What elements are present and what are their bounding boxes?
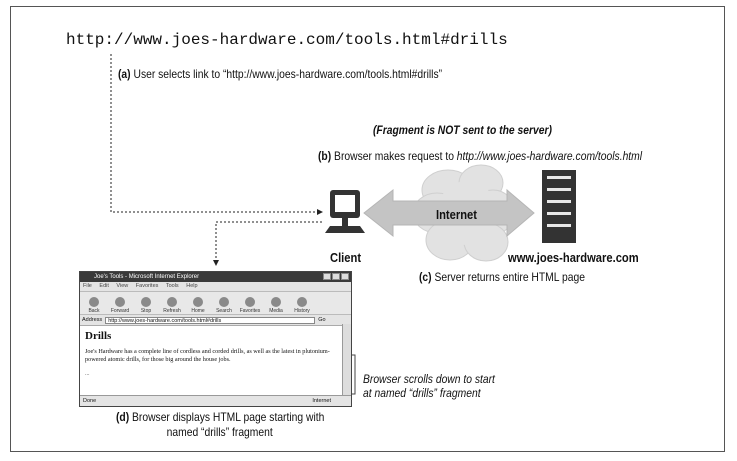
server-icon [542, 170, 576, 243]
browser-scrollbar[interactable] [342, 324, 351, 396]
fragment-url: http://www.joes-hardware.com/tools.html#… [66, 31, 508, 49]
browser-title-bar: Joe's Tools - Microsoft Internet Explore… [80, 272, 351, 282]
status-zone: Internet [312, 398, 331, 404]
stop-button[interactable]: Stop [135, 293, 157, 314]
address-label: Address [82, 317, 103, 323]
history-button[interactable]: History [291, 293, 313, 314]
refresh-button[interactable]: Refresh [161, 293, 183, 314]
scroll-note: Browser scrolls down to start at named “… [363, 372, 495, 400]
search-icon [219, 297, 229, 307]
fragment-not-sent-note: (Fragment is NOT sent to the server) [373, 123, 552, 137]
page-content: Drills Joe's Hardware has a complete lin… [80, 324, 342, 396]
client-computer-icon [325, 190, 365, 233]
menu-favorites[interactable]: Favorites [135, 283, 159, 289]
menu-file[interactable]: File [83, 283, 92, 289]
connector-client-to-browser [213, 221, 322, 266]
address-bar: Address http://www.joes-hardware.com/too… [80, 315, 351, 326]
browser-menu-bar: File Edit View Favorites Tools Help [80, 282, 351, 292]
step-d-caption: (d) Browser displays HTML page starting … [115, 410, 325, 439]
step-c-caption: (c) Server returns entire HTML page [419, 270, 585, 284]
server-label: www.joes-hardware.com [508, 250, 639, 265]
diagram-frame [10, 6, 725, 452]
status-bar: Done Internet [80, 395, 351, 406]
browser-window: Joe's Tools - Microsoft Internet Explore… [79, 271, 352, 407]
browser-toolbar: Back Forward Stop Refresh Home Search Fa… [80, 292, 351, 315]
address-input[interactable]: http://www.joes-hardware.com/tools.html#… [105, 316, 316, 324]
internet-double-arrow [363, 188, 535, 238]
home-icon [193, 297, 203, 307]
menu-edit[interactable]: Edit [99, 283, 109, 289]
connector-url-to-client [110, 54, 323, 215]
step-b-caption: (b) Browser makes request to http://www.… [318, 149, 643, 163]
back-button[interactable]: Back [83, 293, 105, 314]
step-a-caption: (a) User selects link to “http://www.joe… [118, 67, 443, 81]
minimize-icon[interactable] [323, 273, 331, 280]
media-button[interactable]: Media [265, 293, 287, 314]
search-button[interactable]: Search [213, 293, 235, 314]
media-icon [271, 297, 281, 307]
menu-help[interactable]: Help [186, 283, 198, 289]
page-paragraph: Joe's Hardware has a complete line of co… [85, 348, 330, 363]
forward-button[interactable]: Forward [109, 293, 131, 314]
page-ellipsis: ... [85, 371, 90, 377]
menu-tools[interactable]: Tools [165, 283, 179, 289]
menu-view[interactable]: View [116, 283, 129, 289]
close-icon[interactable] [341, 273, 349, 280]
internet-label: Internet [436, 207, 477, 222]
maximize-icon[interactable] [332, 273, 340, 280]
back-icon [89, 297, 99, 307]
go-button[interactable]: Go [318, 317, 326, 323]
forward-icon [115, 297, 125, 307]
stop-icon [141, 297, 151, 307]
refresh-icon [167, 297, 177, 307]
favorites-button[interactable]: Favorites [239, 293, 261, 314]
scroll-bracket [351, 354, 356, 395]
client-label: Client [330, 250, 362, 265]
home-button[interactable]: Home [187, 293, 209, 314]
history-icon [297, 297, 307, 307]
status-text: Done [83, 398, 97, 404]
page-heading: Drills [85, 330, 112, 342]
star-icon [245, 297, 255, 307]
